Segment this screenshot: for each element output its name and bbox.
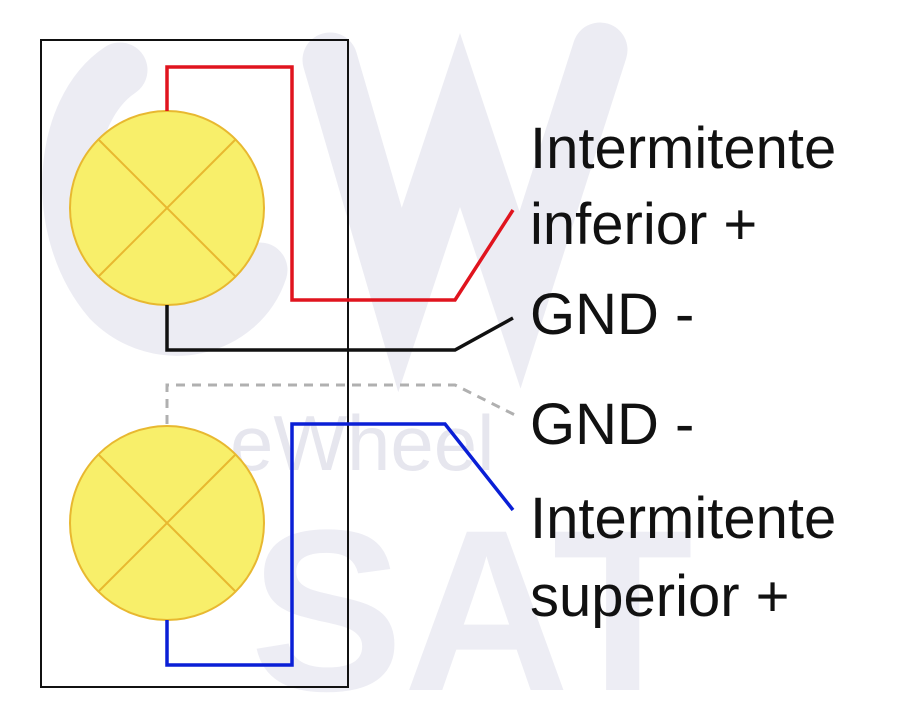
label-gnd-top: GND - — [530, 282, 695, 347]
watermark-logo-shape — [42, 22, 628, 393]
wire-blue-intermitente-superior — [165, 422, 515, 667]
label-intermitente-superior-line1: Intermitente — [530, 486, 837, 551]
lamp-housing — [40, 39, 349, 688]
wire-red-intermitente-inferior — [165, 65, 515, 302]
lamp-upper — [69, 110, 265, 306]
watermark-brand-ewheel: eWheel — [230, 399, 494, 487]
label-intermitente-inferior-line2: inferior + — [530, 192, 758, 257]
watermark: eWheel SAT — [42, 22, 693, 720]
label-gnd-bottom: GND - — [530, 392, 695, 457]
wire-black-gnd — [165, 305, 514, 352]
lamp-lower — [69, 425, 265, 621]
lamp-lower-cross-b — [98, 454, 236, 592]
watermark-brand-sat: SAT — [250, 482, 693, 720]
label-intermitente-inferior-line1: Intermitente — [530, 116, 837, 181]
wire-gray-dashed-gnd — [165, 383, 516, 424]
label-intermitente-superior-line2: superior + — [530, 564, 790, 629]
lamp-upper-cross-b — [98, 139, 236, 277]
